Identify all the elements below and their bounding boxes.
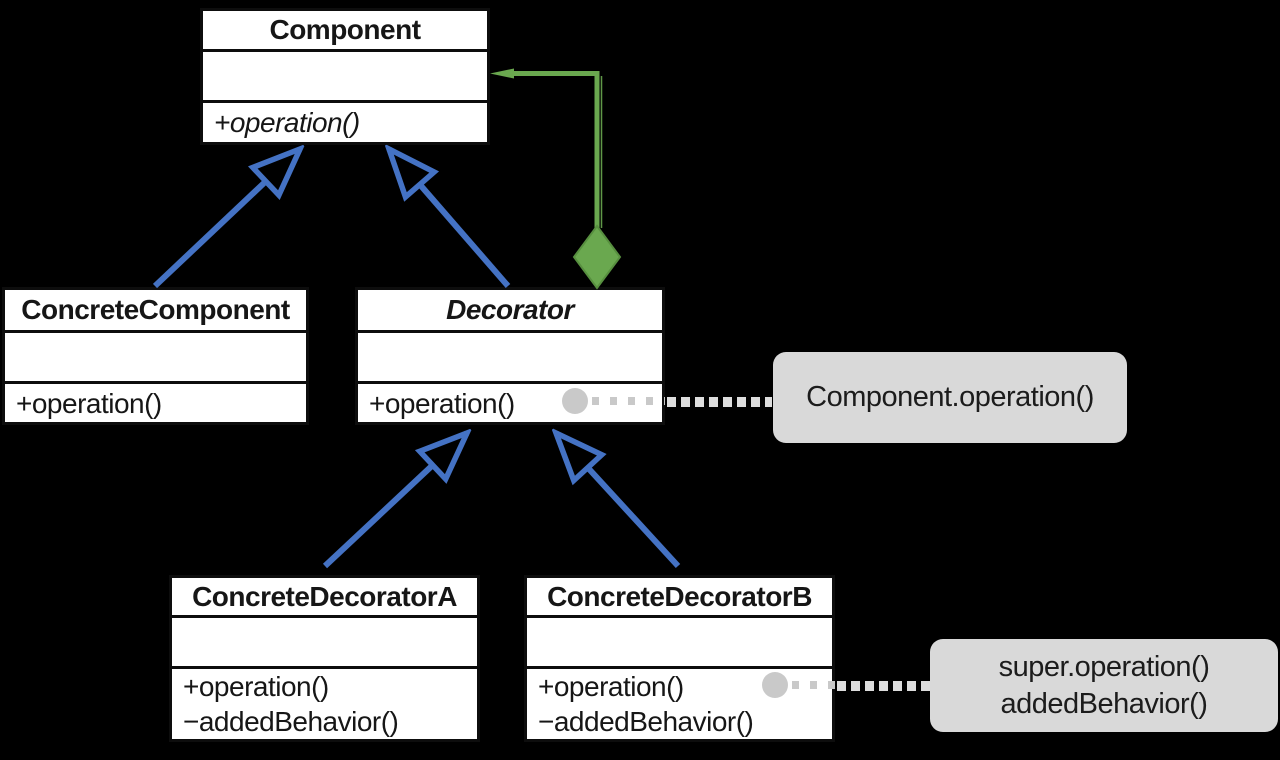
- note-decorator-operation: Component.operation(): [773, 352, 1127, 443]
- inheritance-arrow-concretedecoratora-to-decorator: [322, 433, 467, 569]
- class-component-title: Component: [269, 14, 421, 45]
- method-operation: +operation(): [214, 107, 360, 138]
- class-concrete-decorator-b: ConcreteDecoratorB +operation() −addedBe…: [524, 575, 835, 742]
- class-concrete-component-title: ConcreteComponent: [21, 294, 290, 325]
- method-operation: +operation(): [183, 671, 329, 702]
- class-concrete-component-methods: +operation(): [5, 381, 306, 422]
- aggregation-diamond-icon: [572, 224, 622, 290]
- method-added-behavior: −addedBehavior(): [538, 706, 754, 737]
- class-concrete-decorator-a-attributes-empty: [172, 615, 477, 666]
- method-operation: +operation(): [369, 387, 515, 419]
- note-concrete-decorator-b-operation: super.operation() addedBehavior(): [930, 639, 1278, 732]
- aggregation-line-end-taper: [490, 68, 514, 79]
- class-component: Component +operation(): [200, 8, 490, 145]
- class-decorator: Decorator +operation(): [355, 287, 665, 425]
- class-component-methods: +operation(): [203, 100, 487, 142]
- note-text-line-2: addedBehavior(): [1000, 687, 1208, 720]
- class-concrete-decorator-a-title: ConcreteDecoratorA: [192, 580, 457, 612]
- class-concrete-component-attributes-empty: [5, 330, 306, 381]
- class-decorator-title: Decorator: [446, 294, 574, 325]
- inheritance-arrow-concretedecoratorb-to-decorator: [556, 433, 681, 569]
- note-text-line-1: super.operation(): [998, 650, 1210, 683]
- method-added-behavior: −addedBehavior(): [183, 706, 399, 737]
- class-decorator-methods: +operation(): [358, 381, 662, 422]
- note-text: Component.operation(): [806, 381, 1094, 413]
- method-operation: +operation(): [16, 387, 162, 419]
- class-concrete-decorator-b-attributes-empty: [527, 615, 832, 666]
- inheritance-arrow-decorator-to-component: [389, 149, 511, 288]
- class-concrete-decorator-a: ConcreteDecoratorA +operation() −addedBe…: [169, 575, 480, 742]
- class-concrete-decorator-a-methods: +operation() −addedBehavior(): [172, 666, 477, 739]
- class-decorator-attributes-empty: [358, 330, 662, 381]
- class-concrete-decorator-b-title: ConcreteDecoratorB: [547, 580, 812, 612]
- class-concrete-component: ConcreteComponent +operation(): [2, 287, 309, 425]
- class-component-attributes-empty: [203, 49, 487, 100]
- inheritance-arrow-concretecomponent-to-component: [152, 149, 300, 289]
- method-operation: +operation(): [538, 671, 684, 702]
- class-concrete-decorator-b-methods: +operation() −addedBehavior(): [527, 666, 832, 739]
